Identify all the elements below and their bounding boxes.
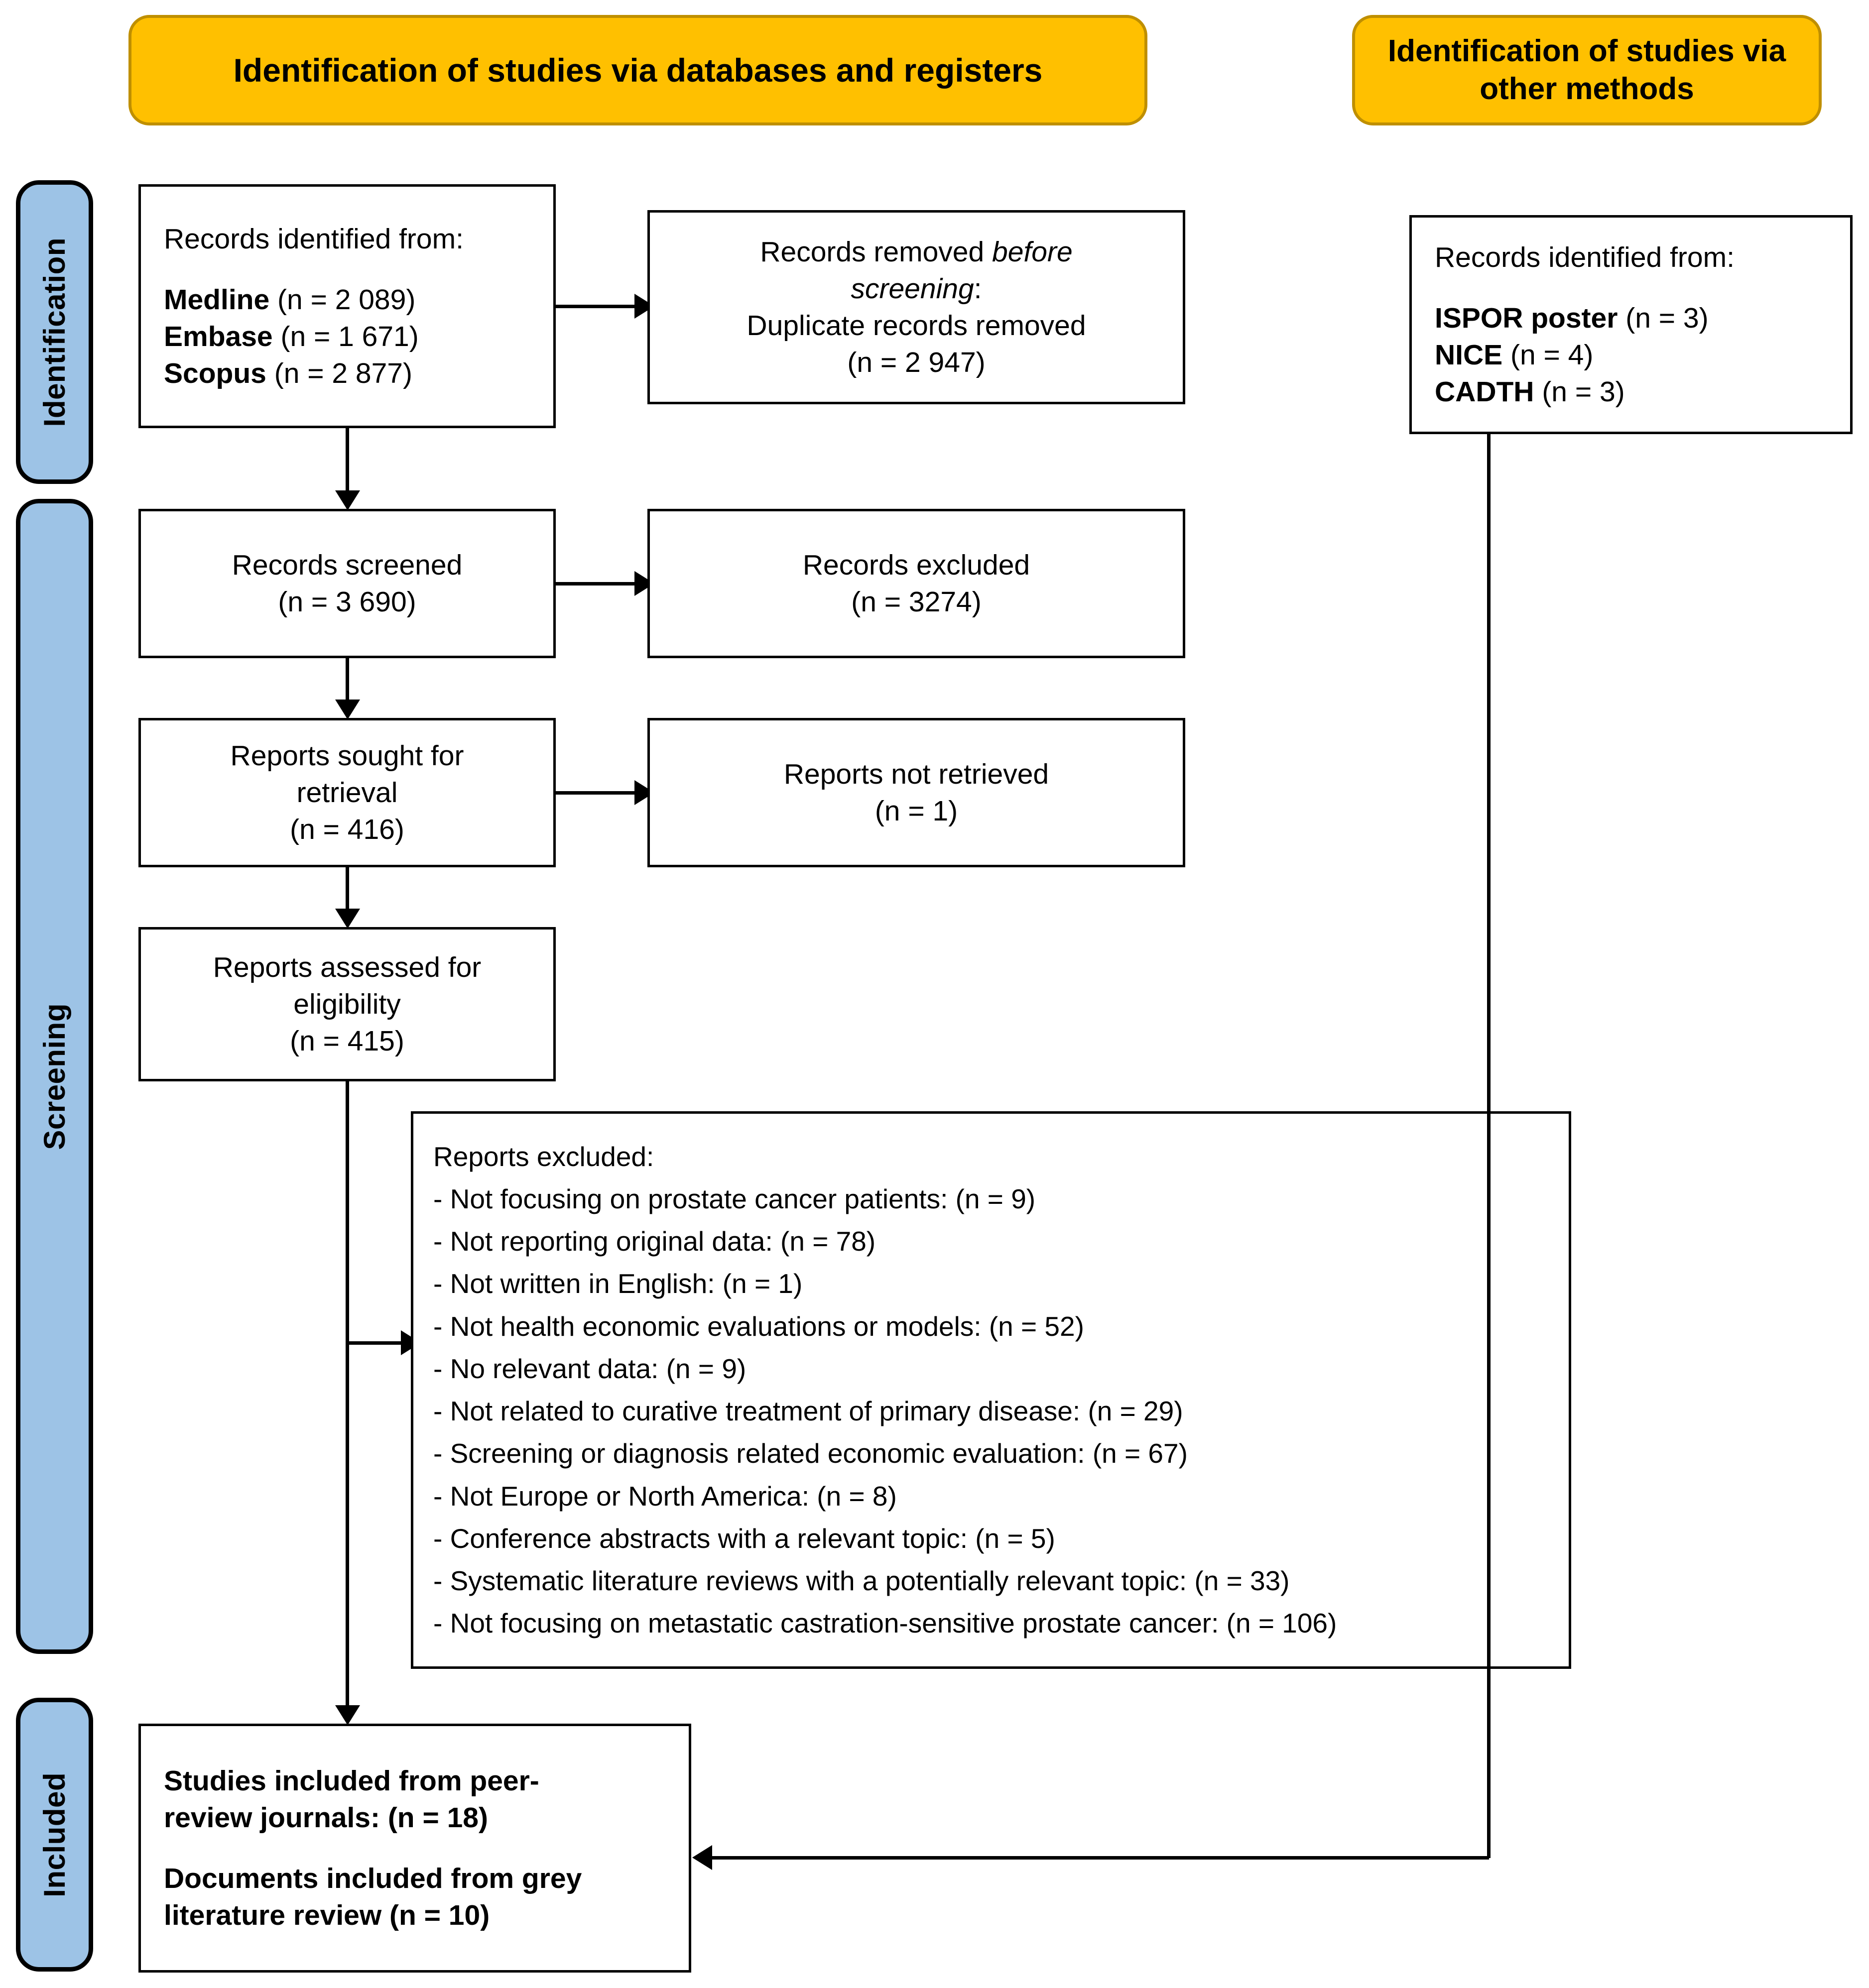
exclusion-reason-item: - Not reporting original data: (n = 78): [433, 1226, 876, 1257]
stage-identification-text: Identification: [38, 237, 71, 427]
source-row-scopus: Scopus (n = 2 877): [164, 355, 530, 392]
records-removed-line1-italic: before: [992, 235, 1073, 268]
reports-excluded-heading: Reports excluded:: [433, 1141, 654, 1172]
source-count-medline: (n = 2 089): [277, 284, 416, 316]
reports-assessed-line3: (n = 415): [290, 1025, 404, 1057]
banner-databases-label: Identification of studies via databases …: [233, 51, 1043, 89]
source-count-cadth: (n = 3): [1542, 376, 1625, 408]
records-identified-db-heading: Records identified from:: [164, 223, 464, 255]
records-screened-line2: (n = 3 690): [278, 586, 416, 618]
exclusion-reason-item: - Systematic literature reviews with a p…: [433, 1565, 1290, 1596]
records-screened-line1: Records screened: [232, 549, 463, 581]
exclusion-reason-item: - Not written in English: (n = 1): [433, 1268, 803, 1299]
connector-other-methods-horizontal: [712, 1856, 1489, 1860]
node-records-identified-databases: Records identified from: Medline (n = 2 …: [138, 184, 556, 428]
arrowhead-identified-to-screened: [335, 490, 360, 510]
arrowhead-sought-to-assessed: [335, 909, 360, 929]
source-name-ispor: ISPOR poster: [1435, 302, 1618, 335]
connector-assessed-to-excluded-horizontal: [346, 1341, 403, 1345]
studies-included-line2: review journals: (n = 18): [164, 1801, 488, 1834]
records-identified-other-heading: Records identified from:: [1435, 241, 1735, 273]
exclusion-reason-item: - Not health economic evaluations or mod…: [433, 1310, 1084, 1342]
connector-sought-to-assessed: [346, 867, 349, 922]
node-records-removed-before-screening: Records removed before screening: Duplic…: [647, 210, 1185, 404]
source-row-cadth: CADTH (n = 3): [1435, 373, 1827, 410]
records-removed-line4: (n = 2 947): [847, 347, 986, 379]
reports-not-retrieved-line1: Reports not retrieved: [783, 758, 1049, 790]
exclusion-reason-item: - Conference abstracts with a relevant t…: [433, 1522, 1055, 1554]
arrowhead-screened-to-sought: [335, 700, 360, 719]
connector-other-methods-vertical: [1487, 434, 1491, 1858]
reports-sought-line3: (n = 416): [290, 814, 404, 846]
stage-label-screening: Screening: [16, 499, 93, 1654]
source-count-ispor: (n = 3): [1625, 302, 1709, 335]
node-reports-not-retrieved: Reports not retrieved (n = 1): [647, 718, 1185, 867]
stage-included-text: Included: [38, 1772, 71, 1897]
connector-screened-to-sought: [346, 658, 349, 713]
source-count-scopus: (n = 2 877): [274, 357, 412, 390]
source-name-cadth: CADTH: [1435, 376, 1534, 408]
records-removed-line2-italic: screening: [851, 272, 974, 305]
source-row-embase: Embase (n = 1 671): [164, 318, 530, 355]
stage-label-included: Included: [16, 1698, 93, 1972]
connector-sought-to-not-retrieved: [556, 791, 635, 795]
source-count-nice: (n = 4): [1510, 339, 1594, 371]
banner-other-methods-label-line1: Identification of studies via: [1387, 34, 1786, 69]
source-row-medline: Medline (n = 2 089): [164, 281, 530, 318]
banner-databases-registers: Identification of studies via databases …: [128, 15, 1147, 125]
exclusion-reason-item: - Not focusing on metastatic castration-…: [433, 1608, 1337, 1639]
source-row-ispor: ISPOR poster (n = 3): [1435, 300, 1827, 337]
reports-not-retrieved-line2: (n = 1): [874, 795, 958, 827]
source-name-nice: NICE: [1435, 339, 1503, 371]
records-excluded-line2: (n = 3274): [851, 586, 982, 618]
connector-identified-to-screened: [346, 428, 349, 498]
source-count-embase: (n = 1 671): [280, 321, 419, 353]
node-records-identified-other-methods: Records identified from: ISPOR poster (n…: [1409, 215, 1853, 434]
source-row-nice: NICE (n = 4): [1435, 337, 1827, 373]
node-studies-included: Studies included from peer- review journ…: [138, 1724, 691, 1973]
exclusion-reason-item: - No relevant data: (n = 9): [433, 1353, 747, 1384]
node-reports-assessed-for-eligibility: Reports assessed for eligibility (n = 41…: [138, 927, 556, 1081]
arrowhead-other-methods-to-studies-included: [692, 1845, 712, 1870]
exclusion-reason-item: - Not focusing on prostate cancer patien…: [433, 1183, 1036, 1214]
connector-assessed-to-excluded-vertical: [346, 1081, 349, 1713]
stage-screening-text: Screening: [38, 1003, 71, 1150]
documents-included-line2: literature review (n = 10): [164, 1899, 490, 1932]
source-name-medline: Medline: [164, 284, 270, 316]
exclusion-reason-item: - Screening or diagnosis related economi…: [433, 1438, 1188, 1469]
records-removed-line1-plain: Records removed: [760, 235, 993, 268]
banner-other-methods-label-line2: other methods: [1480, 72, 1694, 106]
node-records-excluded: Records excluded (n = 3274): [647, 509, 1185, 658]
studies-included-line1: Studies included from peer-: [164, 1764, 539, 1797]
records-removed-line1: Records removed before: [670, 234, 1163, 270]
records-removed-line3: Duplicate records removed: [747, 310, 1086, 342]
reports-assessed-line1: Reports assessed for: [213, 951, 482, 983]
reports-sought-line1: Reports sought for: [230, 739, 464, 772]
exclusion-reason-item: - Not Europe or North America: (n = 8): [433, 1480, 897, 1512]
node-records-screened: Records screened (n = 3 690): [138, 509, 556, 658]
documents-included-line1: Documents included from grey: [164, 1863, 582, 1895]
connector-identified-to-removed: [556, 305, 635, 308]
connector-screened-to-excluded: [556, 582, 635, 585]
stage-label-identification: Identification: [16, 180, 93, 484]
banner-other-methods: Identification of studies via other meth…: [1352, 15, 1822, 125]
source-name-scopus: Scopus: [164, 357, 266, 390]
arrowhead-assessed-to-studies-included: [335, 1705, 360, 1725]
source-name-embase: Embase: [164, 321, 273, 353]
node-reports-sought-for-retrieval: Reports sought for retrieval (n = 416): [138, 718, 556, 867]
records-removed-line2-plain: :: [974, 272, 982, 305]
node-reports-excluded-list: Reports excluded: - Not focusing on pros…: [411, 1111, 1571, 1669]
exclusion-reason-item: - Not related to curative treatment of p…: [433, 1396, 1183, 1426]
reports-sought-line2: retrieval: [296, 776, 398, 809]
reports-assessed-line2: eligibility: [293, 988, 401, 1020]
records-removed-line2: screening:: [670, 270, 1163, 307]
records-excluded-line1: Records excluded: [802, 549, 1030, 581]
